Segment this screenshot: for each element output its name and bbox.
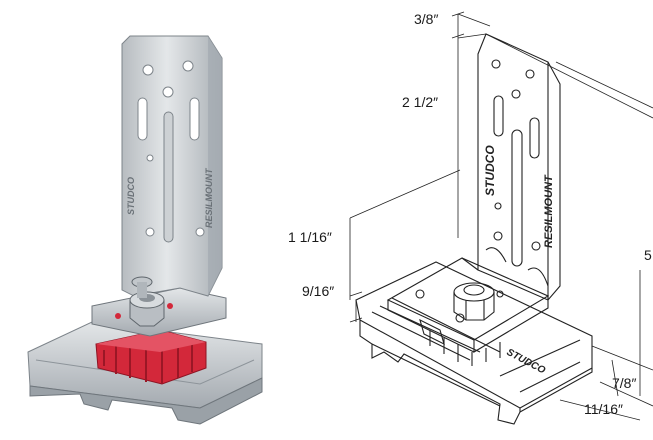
drawing-lock-nut (453, 292, 495, 321)
dim-base-width: 11/16″ (584, 401, 623, 417)
dim-base-height: 9/16″ (302, 283, 335, 299)
dim-edge-fragment: 5 (644, 247, 652, 263)
dim-base-depth: 7/8″ (612, 375, 637, 391)
dimension-lines (349, 11, 653, 421)
drawing-base-channel (355, 261, 593, 409)
photo-base-lip (29, 377, 263, 425)
photo-stamp-brand: STUDCO (126, 177, 136, 215)
drawing-stamp-product: RESILMOUNT (543, 174, 555, 248)
bracket-line-drawing: STUDCO STUDCO RESILMOUNT (349, 11, 653, 425)
dim-top-gap: 3/8″ (414, 11, 439, 27)
photo-lock-nut (129, 276, 165, 327)
drawing-base-stamp: STUDCO (505, 347, 548, 377)
drawing-bracket-arm (477, 33, 561, 301)
photo-stamp-product: RESILMOUNT (204, 167, 214, 228)
drawing-arm-holes (491, 59, 541, 267)
dim-upper-height: 2 1/2″ (402, 94, 439, 110)
photo-arm-holes (137, 60, 205, 243)
dim-mid-height: 1 1/16″ (288, 229, 332, 245)
bracket-photo: STUDCO RESILMOUNT (27, 35, 263, 425)
drawing-bracket-plate (386, 257, 550, 341)
drawing-stamp-brand: STUDCO (483, 145, 497, 196)
